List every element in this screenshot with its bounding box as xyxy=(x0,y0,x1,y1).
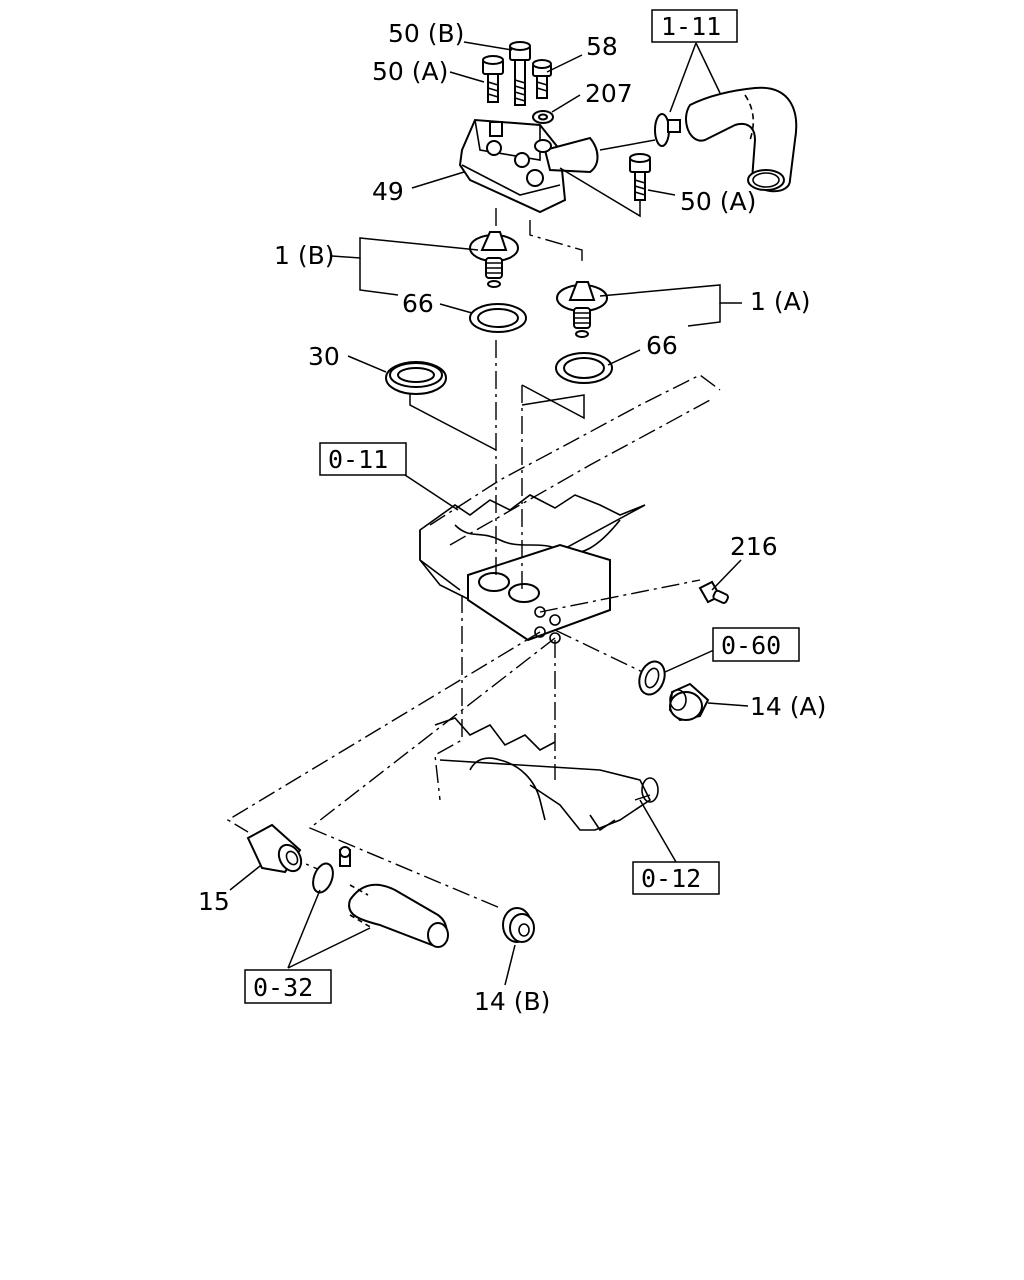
callout-216: 216 xyxy=(730,532,778,561)
thermostat-1b xyxy=(469,231,519,288)
gasket-66-right xyxy=(555,352,613,384)
callout-49: 49 xyxy=(372,177,404,206)
callout-1a: 1 (A) xyxy=(750,287,810,316)
bolt-50a-right xyxy=(629,153,651,201)
gasket-66-left xyxy=(469,303,527,333)
callout-207: 207 xyxy=(585,79,633,108)
callout-14a: 14 (A) xyxy=(750,692,826,721)
bolt-58 xyxy=(532,59,552,99)
ref-label-1-11: 1-11 xyxy=(661,12,721,41)
seal-30 xyxy=(385,361,585,451)
callout-1b: 1 (B) xyxy=(274,241,335,270)
engine-block xyxy=(419,374,721,832)
ref-label-0-32: 0-32 xyxy=(253,973,313,1002)
callout-66-right: 66 xyxy=(646,331,678,360)
callout-50b: 50 (B) xyxy=(388,19,464,48)
hose-clamp-lower xyxy=(312,846,351,894)
bolt-50a-upper xyxy=(482,55,504,103)
ref-box-0-60[interactable]: 0-60 xyxy=(712,627,800,662)
leader-lines xyxy=(229,41,749,986)
ref-box-0-32[interactable]: 0-32 xyxy=(244,969,332,1004)
callout-15: 15 xyxy=(198,887,230,916)
washer-207 xyxy=(532,110,554,124)
washer-0-60 xyxy=(638,660,666,696)
assembly-lines xyxy=(226,208,701,909)
callout-58: 58 xyxy=(586,32,618,61)
ref-box-0-12[interactable]: 0-12 xyxy=(632,861,720,895)
ref-box-1-11[interactable]: 1-11 xyxy=(651,9,738,43)
sensor-216 xyxy=(698,580,729,604)
ref-label-0-11: 0-11 xyxy=(328,445,388,474)
callout-50a-right: 50 (A) xyxy=(680,187,756,216)
callout-14b: 14 (B) xyxy=(474,987,550,1016)
hose-clamp-upper xyxy=(654,113,681,147)
hose-connect-line xyxy=(599,139,656,151)
ref-label-0-60: 0-60 xyxy=(721,631,781,660)
lower-hose xyxy=(348,883,449,948)
plug-14b xyxy=(502,907,535,943)
callout-50a-upper: 50 (A) xyxy=(372,57,448,86)
fitting-15 xyxy=(246,823,303,874)
ref-label-0-12: 0-12 xyxy=(641,864,701,893)
bolt-50a-right-line xyxy=(559,167,641,218)
thermostat-1a xyxy=(556,281,608,338)
thermostat-housing-49 xyxy=(458,118,599,214)
callout-30: 30 xyxy=(308,342,340,371)
ref-box-0-11[interactable]: 0-11 xyxy=(319,442,407,476)
radiator-hose xyxy=(685,86,798,193)
callout-66-left: 66 xyxy=(402,289,434,318)
plug-14a xyxy=(668,682,710,722)
bolt-50b xyxy=(509,41,531,106)
